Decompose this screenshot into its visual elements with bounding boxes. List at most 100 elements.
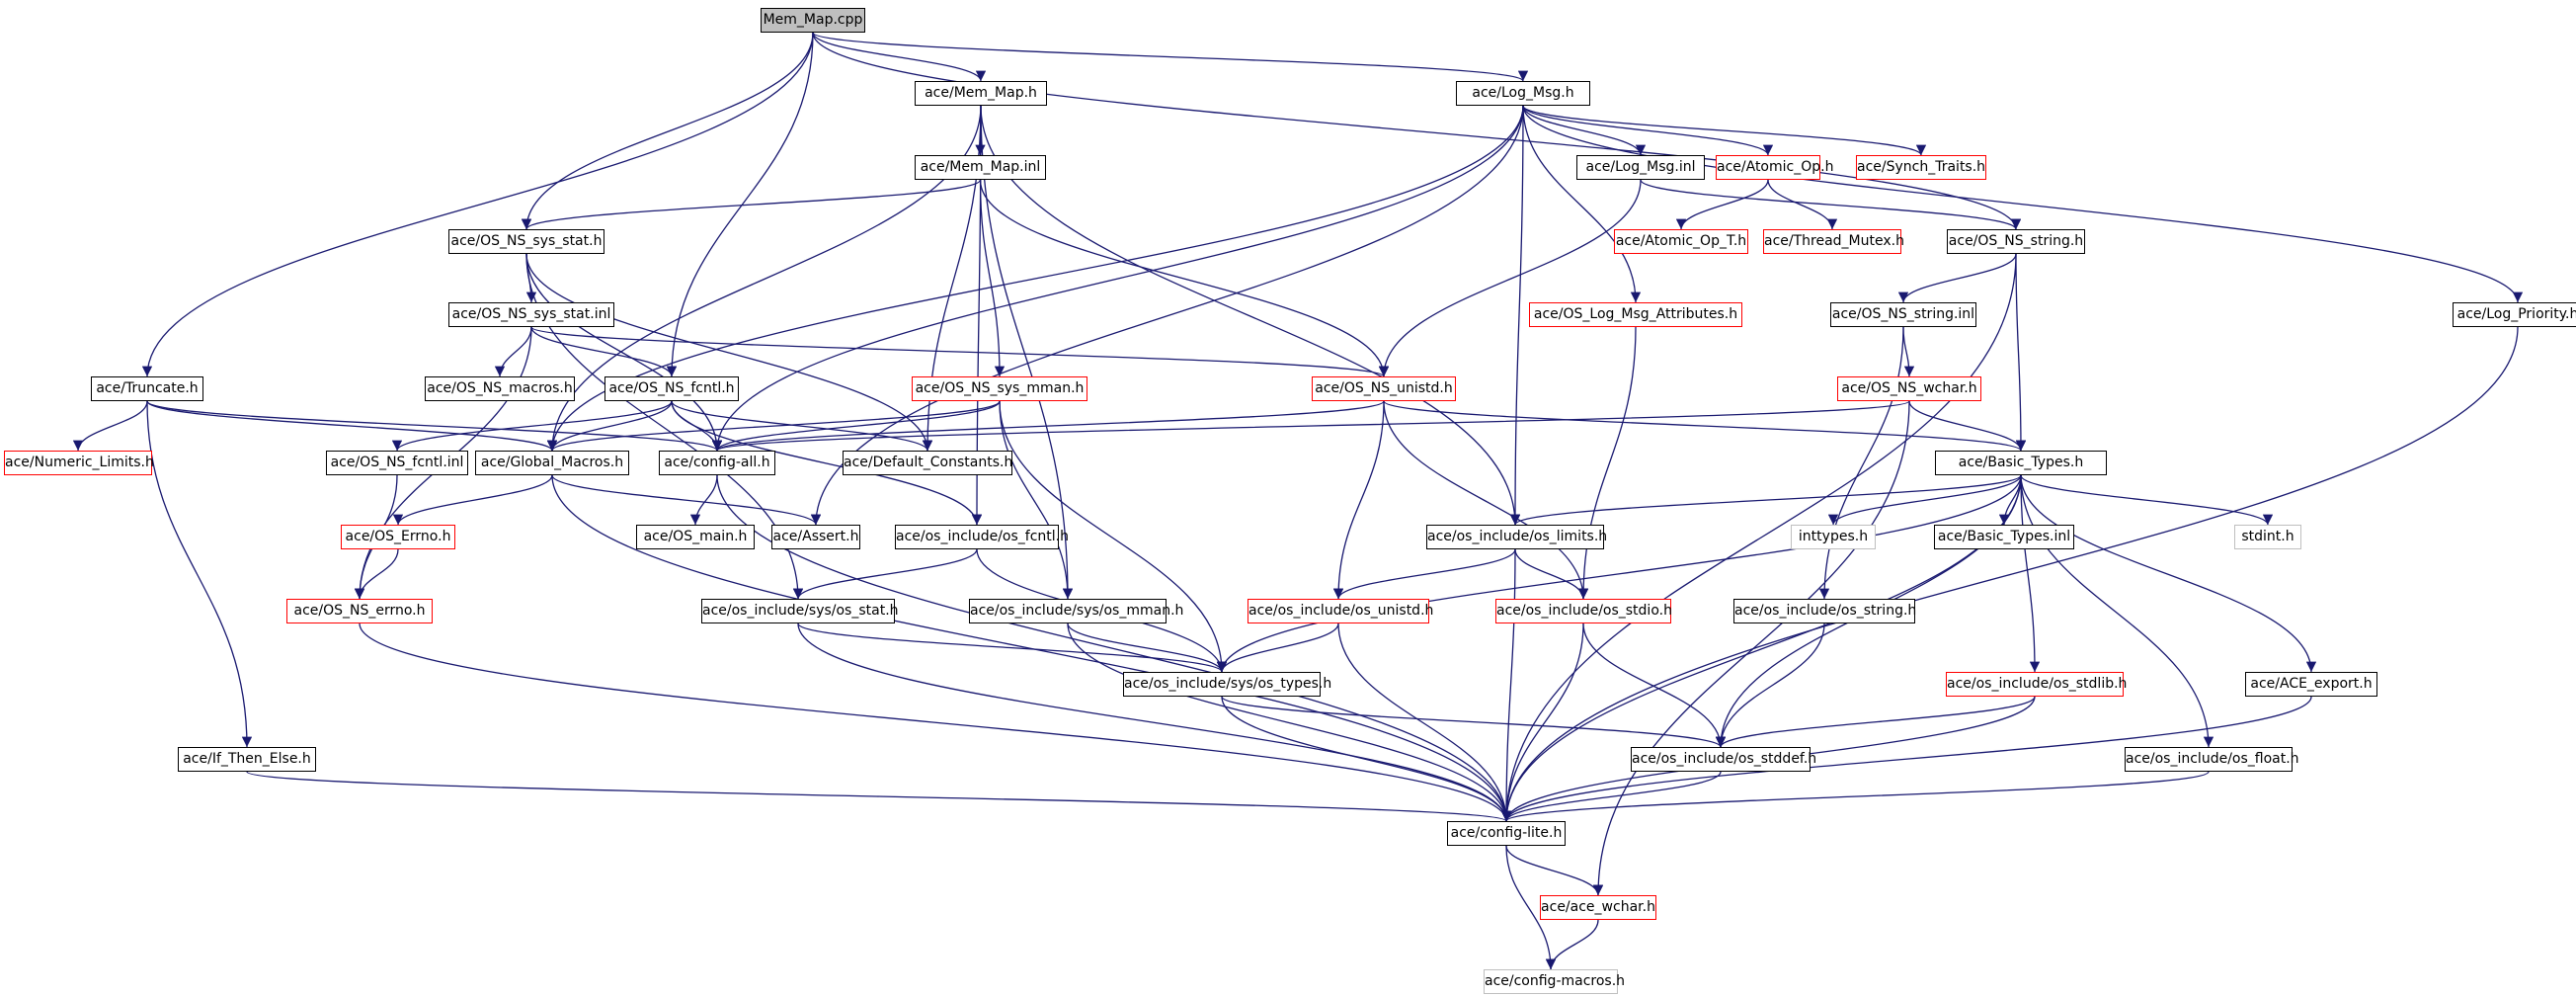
edge-ace-truncate-h-to-ace-if-then-else-h: [146, 400, 253, 748]
node-ace-os-include-os-stdlib-h[interactable]: ace/os_include/os_stdlib.h: [1946, 672, 2127, 697]
edge-ace-log-msg-inl-to-ace-os-ns-string-h: [1640, 179, 2022, 230]
edge-ace-mem-map-h-to-ace-os-include-os-limits-h: [980, 105, 1521, 526]
node-ace-os-main-h[interactable]: ace/OS_main.h: [636, 525, 755, 549]
node-ace-os-ns-sys-stat-h[interactable]: ace/OS_NS_sys_stat.h: [448, 229, 604, 254]
node-ace-os-include-os-stdio-h[interactable]: ace/os_include/os_stdio.h: [1495, 599, 1672, 623]
node-ace-config-macros-h[interactable]: ace/config-macros.h: [1484, 969, 1625, 994]
node-ace-os-ns-fcntl-inl[interactable]: ace/OS_NS_fcntl.inl: [326, 451, 468, 475]
edge-ace-log-msg-h-to-ace-synch-traits-h: [1522, 105, 1927, 156]
node-ace-ace-export-h[interactable]: ace/ACE_export.h: [2245, 672, 2377, 697]
node-ace-os-ns-sys-stat-inl[interactable]: ace/OS_NS_sys_stat.inl: [448, 302, 614, 327]
edge-ace-os-include-sys-os-types-h-to-ace-config-lite-h: [1221, 696, 1512, 822]
edge-ace-truncate-h-to-ace-numeric-limits-h: [72, 400, 148, 452]
node-ace-os-include-os-limits-h[interactable]: ace/os_include/os_limits.h: [1426, 525, 1607, 549]
edge-ace-os-ns-string-h-to-ace-config-lite-h: [1500, 253, 2017, 822]
node-ace-os-ns-sys-mman-h[interactable]: ace/OS_NS_sys_mman.h: [912, 376, 1087, 401]
node-ace-os-include-os-stddef-h[interactable]: ace/os_include/os_stddef.h: [1631, 747, 1816, 772]
edge-ace-os-include-sys-os-stat-h-to-ace-config-lite-h: [797, 622, 1512, 822]
edge-ace-os-include-sys-os-mman-h-to-ace-config-lite-h: [1067, 622, 1512, 822]
node-ace-mem-map-h[interactable]: ace/Mem_Map.h: [915, 81, 1047, 106]
node-ace-os-include-os-string-h[interactable]: ace/os_include/os_string.h: [1733, 599, 1916, 623]
edge-ace-os-include-os-float-h-to-ace-config-lite-h: [1501, 771, 2210, 822]
node-ace-os-ns-macros-h[interactable]: ace/OS_NS_macros.h: [425, 376, 575, 401]
node-ace-global-macros-h[interactable]: ace/Global_Macros.h: [475, 451, 629, 475]
edge-ace-os-ns-fcntl-h-to-ace-default-constants-h: [671, 400, 933, 452]
node-ace-ace-wchar-h[interactable]: ace/ace_wchar.h: [1540, 895, 1656, 920]
edge-mem-map-cpp-to-ace-os-ns-fcntl-h: [666, 32, 814, 377]
edge-ace-os-include-os-stdlib-h-to-ace-os-include-os-stddef-h: [1715, 696, 2036, 748]
edge-ace-log-msg-h-to-ace-assert-h: [810, 105, 1524, 526]
node-ace-os-ns-string-h[interactable]: ace/OS_NS_string.h: [1947, 229, 2085, 254]
node-ace-mem-map-inl[interactable]: ace/Mem_Map.inl: [915, 155, 1046, 180]
edge-ace-os-ns-string-inl-to-ace-os-include-os-string-h: [1818, 326, 1904, 600]
node-ace-atomic-op-t-h[interactable]: ace/Atomic_Op_T.h: [1614, 229, 1748, 254]
node-ace-os-include-sys-os-types-h[interactable]: ace/os_include/sys/os_types.h: [1123, 672, 1331, 697]
edge-ace-os-include-sys-os-mman-h-to-ace-os-include-sys-os-types-h: [1067, 622, 1228, 673]
edge-ace-atomic-op-h-to-ace-atomic-op-t-h: [1675, 179, 1769, 230]
node-ace-os-include-os-unistd-h[interactable]: ace/os_include/os_unistd.h: [1248, 599, 1433, 623]
edge-ace-basic-types-h-to-ace-os-include-sys-os-types-h: [1216, 474, 2022, 673]
edge-ace-os-log-msg-attributes-h-to-ace-os-include-os-stdio-h: [1577, 326, 1637, 600]
edge-ace-truncate-h-to-ace-global-macros-h: [146, 400, 558, 452]
node-mem-map-cpp: Mem_Map.cpp: [761, 8, 865, 33]
node-ace-config-all-h[interactable]: ace/config-all.h: [659, 451, 775, 475]
node-ace-os-include-os-float-h[interactable]: ace/os_include/os_float.h: [2125, 747, 2299, 772]
node-ace-os-include-sys-os-stat-h[interactable]: ace/os_include/sys/os_stat.h: [701, 599, 899, 623]
node-ace-os-include-sys-os-mman-h[interactable]: ace/os_include/sys/os_mman.h: [969, 599, 1183, 623]
edge-ace-os-ns-sys-mman-h-to-ace-os-include-sys-os-types-h: [999, 400, 1228, 673]
edge-ace-mem-map-inl-to-ace-os-ns-sys-mman-h: [979, 179, 1006, 377]
edge-ace-global-macros-h-to-ace-os-errno-h: [392, 474, 553, 526]
node-ace-truncate-h[interactable]: ace/Truncate.h: [91, 376, 203, 401]
node-ace-os-errno-h[interactable]: ace/OS_Errno.h: [341, 525, 455, 549]
edge-ace-os-include-os-limits-h-to-ace-os-include-os-unistd-h: [1332, 548, 1516, 600]
node-ace-os-ns-string-inl[interactable]: ace/OS_NS_string.inl: [1830, 302, 1976, 327]
edge-ace-os-include-os-stdio-h-to-ace-config-lite-h: [1500, 622, 1584, 822]
edge-ace-log-msg-h-to-ace-os-include-os-limits-h: [1509, 105, 1524, 526]
edge-ace-os-include-os-fcntl-h-to-ace-os-include-sys-os-stat-h: [792, 548, 978, 600]
node-ace-if-then-else-h[interactable]: ace/If_Then_Else.h: [178, 747, 316, 772]
node-stdint-h[interactable]: stdint.h: [2234, 525, 2301, 549]
node-ace-thread-mutex-h[interactable]: ace/Thread_Mutex.h: [1763, 229, 1904, 254]
node-inttypes-h[interactable]: inttypes.h: [1791, 525, 1876, 549]
edge-mem-map-cpp-to-ace-os-ns-sys-stat-h: [521, 32, 814, 230]
edge-mem-map-cpp-to-ace-log-msg-h: [812, 32, 1528, 82]
node-ace-numeric-limits-h[interactable]: ace/Numeric_Limits.h: [4, 451, 154, 475]
edge-ace-truncate-h-to-ace-config-all-h: [146, 400, 722, 452]
edge-ace-log-msg-h-to-ace-log-msg-inl: [1522, 105, 1647, 156]
node-ace-assert-h[interactable]: ace/Assert.h: [771, 525, 860, 549]
node-ace-basic-types-h[interactable]: ace/Basic_Types.h: [1935, 451, 2107, 475]
edge-ace-mem-map-h-to-ace-os-include-sys-os-mman-h: [980, 105, 1074, 600]
node-ace-synch-traits-h[interactable]: ace/Synch_Traits.h: [1856, 155, 1986, 180]
edge-ace-os-include-os-limits-h-to-ace-os-include-os-stdio-h: [1514, 548, 1589, 600]
node-ace-log-priority-h[interactable]: ace/Log_Priority.h: [2453, 302, 2576, 327]
edge-ace-os-ns-fcntl-h-to-ace-os-ns-fcntl-inl: [391, 400, 673, 452]
edge-ace-os-ns-fcntl-h-to-ace-os-include-os-fcntl-h: [671, 400, 983, 526]
node-ace-basic-types-inl[interactable]: ace/Basic_Types.inl: [1934, 525, 2074, 549]
node-ace-os-ns-fcntl-h[interactable]: ace/OS_NS_fcntl.h: [604, 376, 739, 401]
node-ace-atomic-op-h[interactable]: ace/Atomic_Op.h: [1716, 155, 1833, 180]
edge-ace-basic-types-h-to-ace-os-include-os-float-h: [2020, 474, 2214, 748]
node-ace-os-log-msg-attributes-h[interactable]: ace/OS_Log_Msg_Attributes.h: [1529, 302, 1742, 327]
node-ace-os-ns-errno-h[interactable]: ace/OS_NS_errno.h: [286, 599, 433, 623]
node-ace-os-include-os-fcntl-h[interactable]: ace/os_include/os_fcntl.h: [895, 525, 1069, 549]
edge-mem-map-cpp-to-ace-mem-map-h: [812, 32, 987, 82]
node-ace-log-msg-inl[interactable]: ace/Log_Msg.inl: [1576, 155, 1705, 180]
edge-ace-os-ns-sys-stat-inl-to-ace-os-ns-unistd-h: [530, 326, 1389, 377]
edge-ace-os-include-os-unistd-h-to-ace-config-lite-h: [1337, 622, 1512, 822]
edge-ace-os-ns-sys-stat-inl-to-ace-os-ns-fcntl-h: [530, 326, 678, 377]
node-ace-default-constants-h[interactable]: ace/Default_Constants.h: [843, 451, 1012, 475]
edge-ace-os-ns-unistd-h-to-ace-basic-types-h: [1383, 400, 2026, 452]
edge-ace-os-errno-h-to-ace-os-ns-errno-h: [354, 548, 399, 600]
node-ace-os-ns-wchar-h[interactable]: ace/OS_NS_wchar.h: [1837, 376, 1981, 401]
edge-ace-atomic-op-h-to-ace-thread-mutex-h: [1767, 179, 1838, 230]
edge-ace-log-priority-h-to-ace-config-lite-h: [1500, 326, 2519, 822]
edge-ace-os-include-os-string-h-to-ace-os-include-os-stddef-h: [1715, 622, 1825, 748]
node-ace-log-msg-h[interactable]: ace/Log_Msg.h: [1456, 81, 1590, 106]
edge-ace-log-msg-h-to-ace-log-priority-h: [1522, 105, 2524, 303]
node-ace-config-lite-h[interactable]: ace/config-lite.h: [1447, 821, 1566, 846]
edge-ace-mem-map-inl-to-ace-os-ns-unistd-h: [979, 179, 1390, 377]
edge-ace-ace-wchar-h-to-ace-config-macros-h: [1545, 919, 1599, 970]
edge-ace-os-include-sys-os-types-h-to-ace-os-include-os-stddef-h: [1221, 696, 1726, 748]
node-ace-os-ns-unistd-h[interactable]: ace/OS_NS_unistd.h: [1312, 376, 1456, 401]
edge-ace-config-all-h-to-ace-config-lite-h: [716, 474, 1512, 822]
